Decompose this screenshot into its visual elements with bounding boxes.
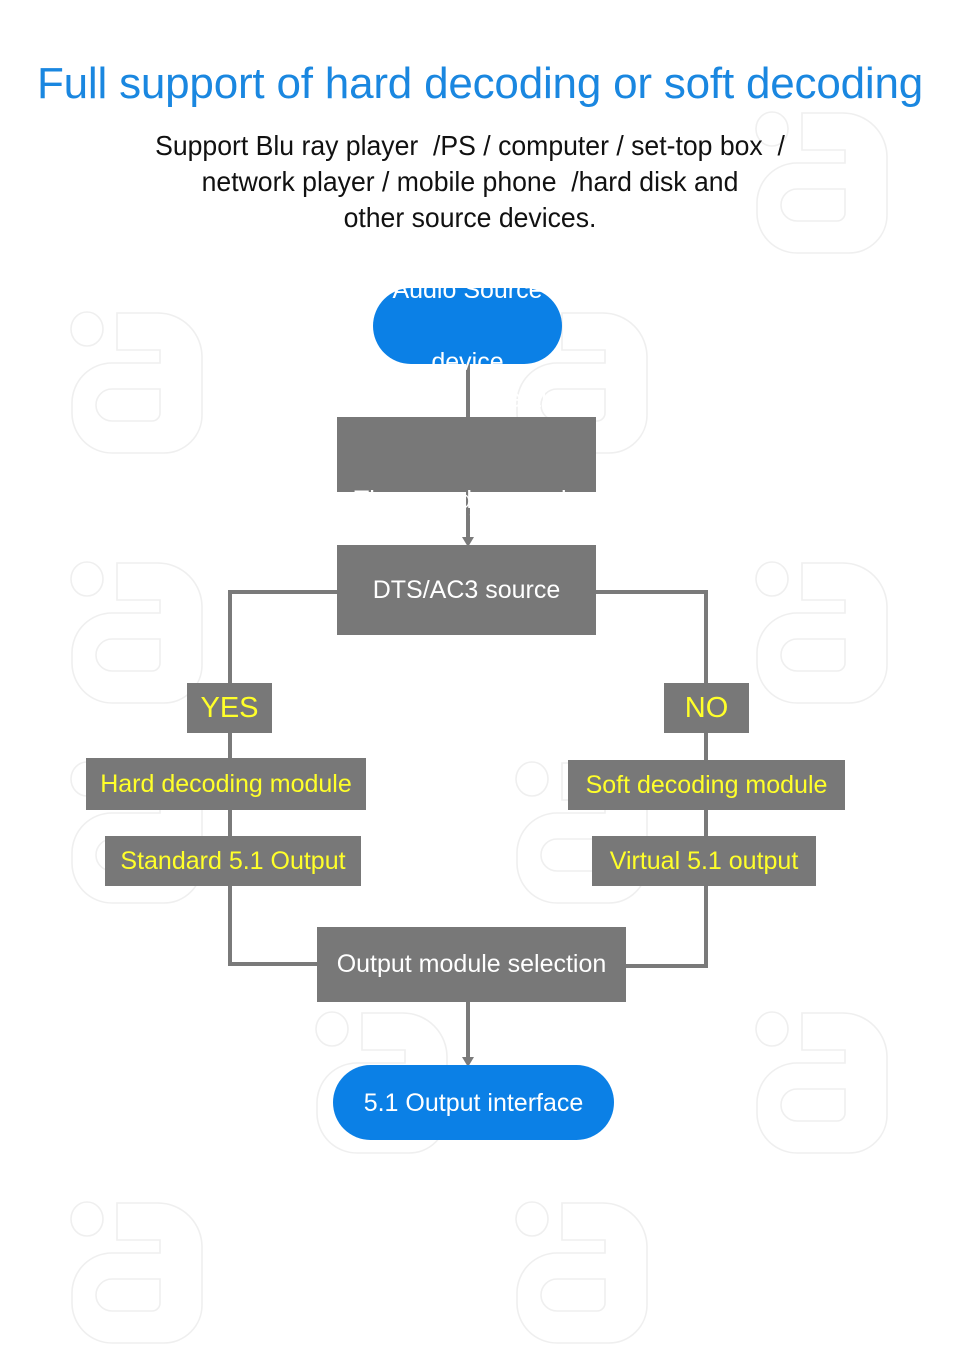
- connector-virtual-select: [626, 886, 708, 968]
- branch-label-no: NO: [664, 683, 749, 733]
- node-label: DTS/AC3 source: [372, 576, 561, 604]
- start-node-audio-source: Audio Source device: [373, 278, 562, 375]
- node-label: Soft decoding module: [585, 770, 828, 799]
- node-label: NO: [684, 691, 729, 724]
- process-node-auto-detection: Automatic detection of signal source: [337, 385, 596, 524]
- process-node-hard-decoding: Hard decoding module: [86, 758, 366, 810]
- connector-standard-select: [228, 886, 317, 966]
- branch-label-yes: YES: [187, 683, 272, 733]
- description-line: Support Blu ray player /PS / computer / …: [155, 130, 785, 161]
- node-label: Audio Source: [392, 276, 543, 304]
- node-label: The sound source is: [353, 486, 580, 514]
- node-label: of signal source: [355, 495, 544, 524]
- node-label: Hard decoding module: [100, 769, 352, 798]
- decision-node-dts-ac3: The sound source is DTS/AC3 source code?: [337, 486, 596, 694]
- process-node-standard-output: Standard 5.1 Output: [105, 836, 361, 886]
- process-node-soft-decoding: Soft decoding module: [568, 760, 845, 810]
- connector-decision-yes: [228, 590, 338, 683]
- node-label: Virtual 5.1 output: [609, 846, 799, 875]
- end-node-output-interface: 5.1 Output interface: [333, 1065, 614, 1140]
- arrowhead-icon: [462, 537, 474, 547]
- node-label: Output module selection: [336, 950, 607, 978]
- description-line: other source devices.: [343, 202, 597, 233]
- supported-devices-description: Support Blu ray player /PS / computer / …: [90, 128, 850, 236]
- process-node-output-selection: Output module selection: [317, 927, 626, 1002]
- node-label: YES: [200, 691, 259, 724]
- node-label: Automatic detection: [355, 384, 575, 413]
- arrowhead-icon: [462, 1057, 474, 1067]
- page-title: Full support of hard decoding or soft de…: [36, 59, 924, 108]
- connector-decision-no: [596, 590, 708, 683]
- node-label: code?: [432, 666, 501, 694]
- node-label: device: [431, 348, 504, 376]
- node-label: 5.1 Output interface: [363, 1088, 584, 1117]
- process-node-virtual-output: Virtual 5.1 output: [592, 836, 816, 886]
- flowchart-connectors: [228, 364, 708, 1067]
- description-line: network player / mobile phone /hard disk…: [201, 166, 739, 197]
- node-label: Standard 5.1 Output: [120, 846, 346, 875]
